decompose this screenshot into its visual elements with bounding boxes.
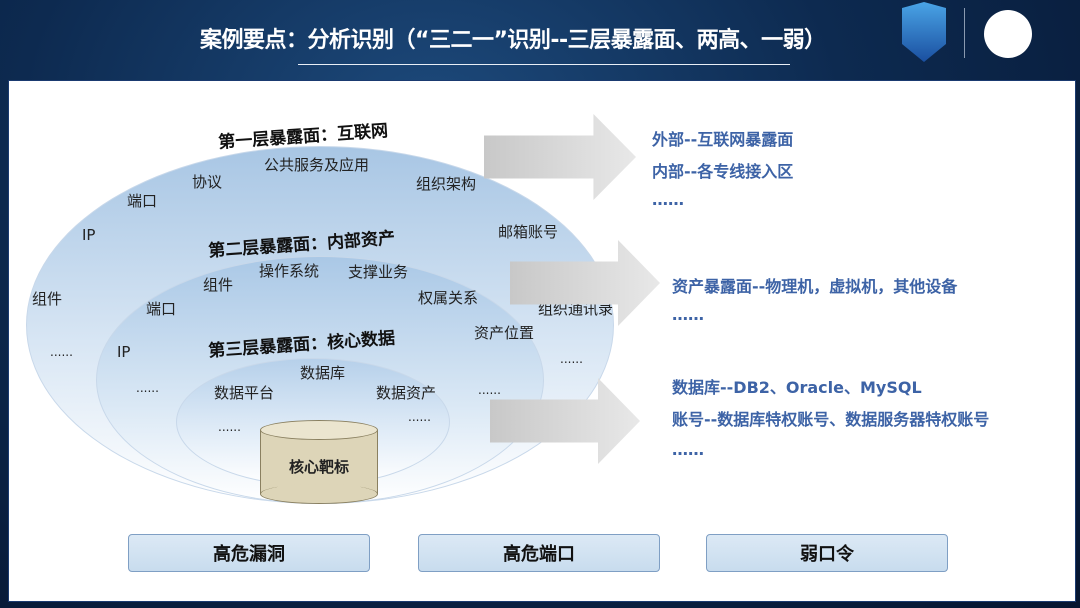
- high-risk-port-box: 高危端口: [418, 534, 660, 572]
- layer2-ellipsis: ......: [478, 383, 501, 397]
- layer1-item: 公共服务及应用: [264, 156, 370, 174]
- layer3-item: 数据库: [300, 364, 346, 382]
- layer1-item: 端口: [127, 192, 158, 210]
- core-target-cylinder: 核心靶标: [260, 420, 378, 504]
- layer1-item: 组件: [32, 290, 63, 308]
- logo-divider: [964, 8, 965, 58]
- layer2-item: IP: [117, 343, 131, 361]
- layer2-ellipsis: ......: [136, 381, 159, 395]
- layer2-item: 端口: [146, 300, 177, 318]
- weak-password-box: 弱口令: [706, 534, 948, 572]
- right-text: 账号--数据库特权账号、数据服务器特权账号: [672, 410, 990, 429]
- layer2-item: 权属关系: [418, 289, 479, 307]
- core-target-label: 核心靶标: [288, 458, 349, 476]
- right-text: ……: [652, 190, 684, 209]
- layer3-item: 数据资产: [376, 384, 437, 402]
- slide-title: 案例要点：分析识别（“三二一”识别--三层暴露面、两高、一弱）: [200, 28, 826, 53]
- layer2-item: 操作系统: [259, 262, 320, 280]
- shield-logo: [902, 2, 946, 62]
- layer1-item: 协议: [192, 173, 223, 191]
- layer2-item: 组件: [203, 276, 234, 294]
- title-underline: [298, 64, 790, 65]
- layer1-item: IP: [82, 226, 96, 244]
- layer3-ellipsis: ......: [408, 410, 431, 424]
- layer1-ellipsis: ......: [560, 352, 583, 366]
- layer3-ellipsis: ......: [218, 420, 241, 434]
- high-risk-vulnerability-box: 高危漏洞: [128, 534, 370, 572]
- brand-logo: [984, 10, 1032, 58]
- layer2-item: 资产位置: [474, 324, 535, 342]
- layer3-item: 数据平台: [214, 384, 275, 402]
- right-text: 内部--各专线接入区: [652, 162, 794, 181]
- layer2-item: 支撑业务: [348, 263, 409, 281]
- layer1-item: 邮箱账号: [498, 223, 559, 241]
- right-text: 数据库--DB2、Oracle、MySQL: [672, 378, 922, 397]
- layer1-ellipsis: ......: [50, 345, 73, 359]
- right-text: ……: [672, 440, 704, 459]
- layer1-item: 组织架构: [416, 175, 477, 193]
- right-text: ……: [672, 305, 704, 324]
- right-text: 外部--互联网暴露面: [652, 130, 794, 149]
- right-text: 资产暴露面--物理机，虚拟机，其他设备: [672, 277, 958, 296]
